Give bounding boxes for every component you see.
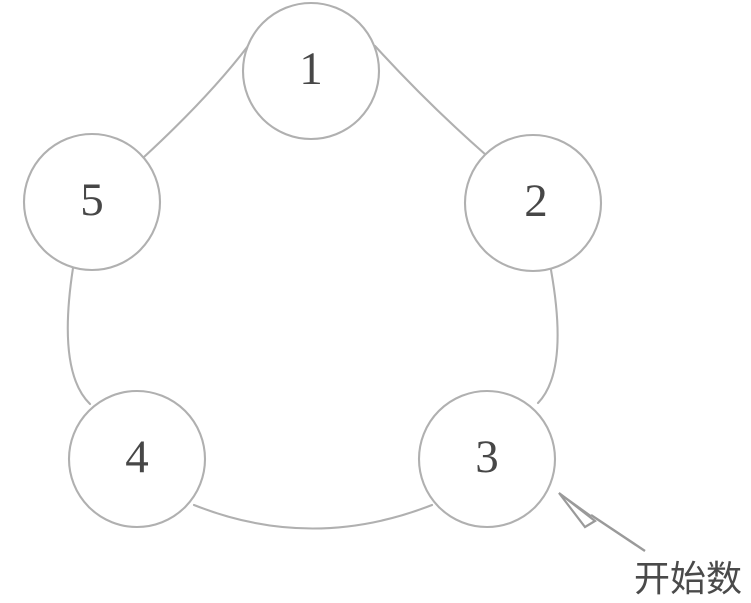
node-3-circle[interactable] xyxy=(417,389,557,529)
edge-3-to-4 xyxy=(192,503,434,530)
edge-4-to-5 xyxy=(66,266,92,406)
edge-5-to-1 xyxy=(142,44,250,159)
start-count-pointer xyxy=(558,492,646,552)
node-5-label: 5 xyxy=(80,174,104,226)
arrow-head-icon xyxy=(558,492,597,529)
node-1-label: 1 xyxy=(299,43,323,95)
node-3-label: 3 xyxy=(475,431,499,483)
pointer-shaft-line xyxy=(590,514,646,552)
edge-group xyxy=(66,44,559,530)
node-1-circle[interactable] xyxy=(241,1,381,141)
node-5[interactable] xyxy=(22,132,162,272)
edge-1-to-2 xyxy=(373,44,488,157)
node-4-circle[interactable] xyxy=(67,389,207,529)
node-4[interactable] xyxy=(67,389,207,529)
node-4-label: 4 xyxy=(125,431,149,483)
node-2-circle[interactable] xyxy=(463,133,603,273)
node-5-circle[interactable] xyxy=(22,132,162,272)
edge-2-to-3 xyxy=(536,268,559,405)
node-3[interactable] xyxy=(417,389,557,529)
node-2[interactable] xyxy=(463,133,603,273)
start-count-label: 开始数 xyxy=(634,559,742,600)
arrow-head-inner-line xyxy=(558,492,592,517)
node-1[interactable] xyxy=(241,1,381,141)
node-2-label: 2 xyxy=(524,175,548,227)
